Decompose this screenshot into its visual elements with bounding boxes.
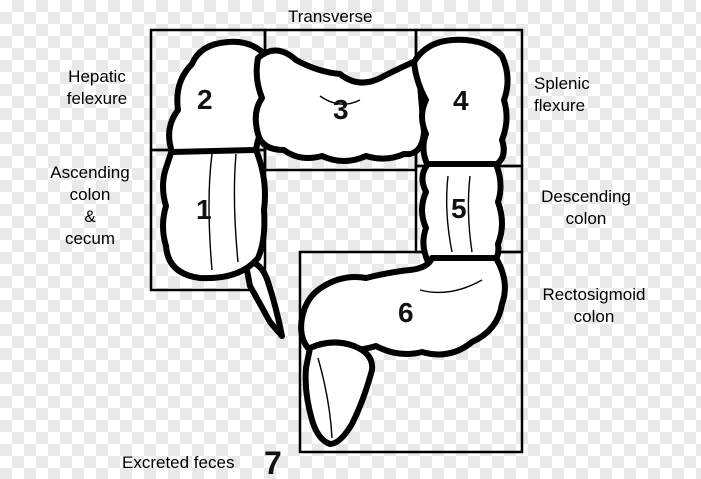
hepatic-flexure-shape [166, 38, 271, 155]
region-number-6: 6 [398, 297, 414, 328]
splenic-flexure-shape [411, 36, 511, 169]
region-number-3: 3 [333, 94, 349, 125]
label-ascending-colon: Ascending colon & cecum [50, 163, 130, 248]
appendix-shape [242, 257, 285, 339]
region-number-4: 4 [453, 85, 469, 116]
region-number-5: 5 [451, 193, 467, 224]
label-rectosigmoid-colon: Rectosigmoid colon [542, 285, 646, 326]
label-transverse: Transverse [288, 7, 373, 26]
transverse-colon-shape [252, 47, 427, 164]
region-number-7: 7 [264, 445, 282, 479]
label-splenic-flexure: Splenic flexure [534, 74, 590, 115]
label-descending-colon: Descending colon [541, 187, 631, 228]
ascending-colon-shape [160, 147, 268, 282]
region-box-6 [298, 250, 524, 454]
region-numbers: 1 2 3 4 5 6 7 [196, 84, 469, 479]
colon-inner-lines [208, 95, 483, 439]
label-excreted-feces: Excreted feces [122, 453, 235, 472]
region-number-2: 2 [197, 84, 213, 115]
colon-shape [160, 36, 511, 447]
label-hepatic-flexure: Hepatic felexure [66, 67, 128, 108]
region-number-1: 1 [196, 194, 212, 225]
excreted-feces-shape [302, 339, 376, 447]
